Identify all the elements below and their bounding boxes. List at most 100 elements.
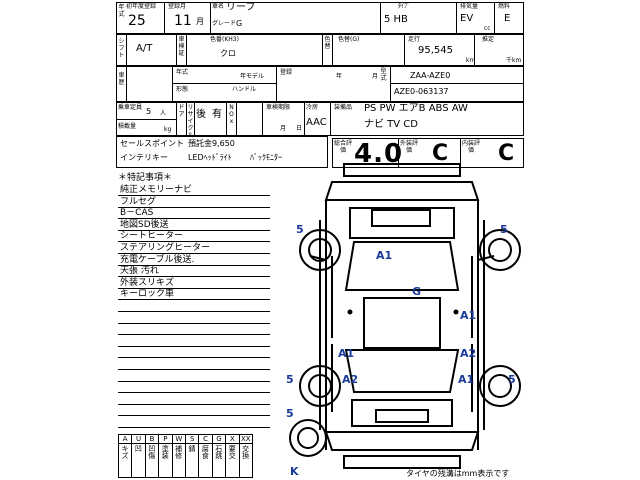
recycle-label: リサイクル (187, 104, 194, 139)
fuel-label: 燃料 (498, 3, 511, 10)
seats-unit: 人 (160, 110, 167, 117)
notes-rule (118, 415, 270, 417)
sales-point-label: セールスポイント (120, 139, 184, 148)
note-item: 充電ケーブル後送. (120, 254, 195, 265)
reg-label: 登録月 (168, 3, 187, 10)
mark-key: K (290, 465, 299, 478)
mark-roof: A1 (376, 249, 393, 262)
sales-point-3: ﾊﾞｯｸﾓﾆﾀｰ (250, 153, 282, 162)
car-diagram (289, 163, 521, 469)
model-type-side: 型式 (380, 68, 387, 82)
model-code: ZAA-AZE0 (410, 71, 451, 80)
wheel-front-right (488, 238, 512, 262)
registration-label: 登録 (280, 69, 293, 76)
repaint-label: 色替(G) (338, 36, 360, 43)
first-reg-label: 初年度登録 (126, 3, 157, 10)
notes-rule (118, 276, 270, 278)
ac-value: AAC (306, 117, 327, 128)
mark-right-rear-door: A2 (460, 347, 477, 360)
cc-unit: cc (484, 25, 491, 32)
grade-value: G (236, 19, 243, 28)
model-name: リーフ (226, 2, 256, 13)
spec-row-2 (116, 34, 524, 66)
mark-tire-fl: 5 (296, 223, 304, 236)
equipment-label: 装備品 (334, 104, 353, 111)
estimated-label: 推定 (482, 36, 495, 43)
wheel-rear-right (488, 374, 512, 398)
kind-label: 車検証 (178, 36, 185, 57)
notes-rule (118, 357, 270, 359)
reg-month: 11 (174, 13, 192, 29)
displacement: EV (460, 13, 474, 24)
notes-rule (118, 427, 270, 428)
color-label: 色番(KH3) (210, 36, 239, 43)
sales-point-2: LEDﾍｯﾄﾞﾗｲﾄ (188, 153, 232, 162)
front-grille-outline (371, 209, 431, 227)
year-label: 年式 (176, 69, 189, 76)
legend-meaning: 凹傷 (148, 445, 156, 460)
color-side-label: 色替 (324, 36, 331, 50)
nox-label: NOx (229, 104, 234, 125)
inspection-month: 月 (280, 125, 287, 132)
notes-rule (118, 206, 270, 208)
notes-rule (118, 369, 270, 370)
notes-rule (118, 380, 270, 382)
left-side-outline (319, 200, 327, 450)
legend-meaning: 塗装 (161, 445, 169, 460)
right-side-outline (477, 200, 485, 450)
note-item: キーロック車 (120, 289, 175, 300)
notes-rule (118, 403, 270, 405)
shape-label-3: 形態 (176, 86, 189, 93)
model-label: 車名 (212, 3, 225, 10)
exterior-grade: C (432, 141, 449, 166)
mark-left-rear-fender: A2 (342, 373, 359, 386)
mark-tire-fr: 5 (500, 223, 508, 236)
rear-panel-outline (324, 431, 480, 451)
exterior-label: 外装評価 (400, 140, 419, 154)
rear-plate-outline (375, 409, 429, 423)
legend-meaning: 補修 (175, 445, 183, 460)
notes-rule (118, 311, 270, 312)
notes-rule (118, 241, 270, 243)
windshield-outline (344, 241, 460, 291)
legend-meaning: 石跳 (215, 445, 223, 460)
steering-label: ハンドル (232, 86, 257, 93)
wheel-rear-left (308, 374, 332, 398)
header-row (116, 2, 524, 34)
notes-rule (118, 195, 270, 196)
notes-title: ＊特記事項＊ (118, 173, 173, 183)
first-reg-year: 25 (128, 13, 146, 29)
body-type: 5 HB (384, 14, 408, 25)
mark-left-rear-door: A1 (338, 347, 355, 360)
note-item: 純正メモリーナビ (120, 185, 193, 195)
load-unit: kg (164, 126, 172, 133)
total-grade: 4.0 (354, 139, 404, 169)
mark-tire-rl: 5 (286, 373, 294, 386)
hood-front-outline (324, 181, 480, 201)
hood-outline (349, 207, 455, 239)
doors-label: ドア (178, 104, 185, 118)
mark-tire-spare: 5 (286, 407, 294, 420)
chassis-no: AZE0-063137 (394, 87, 449, 96)
rear-window-outline (344, 349, 460, 393)
recycle-value: 後 (196, 109, 206, 120)
note-item: B－CAS (120, 208, 154, 219)
front-doors-outline (331, 256, 473, 338)
interior-label: 内装評価 (462, 140, 481, 154)
trunk-outline (351, 399, 453, 427)
notes-rule (118, 218, 270, 220)
roof-outline (363, 297, 441, 349)
wheel-front-left (308, 238, 332, 262)
left-dot (347, 309, 353, 315)
mark-tire-rr: 5 (508, 373, 516, 386)
notes-rule (118, 264, 270, 266)
fuel: E (504, 13, 511, 24)
legend-meaning-cell (238, 443, 253, 478)
right-dot (453, 309, 459, 315)
vehicle-side-label: 車歴 (118, 72, 125, 86)
note-item: 外装スリキズ (120, 277, 175, 288)
ac-label: 冷房 (306, 104, 319, 111)
mark-right-front-door: A1 (460, 309, 477, 322)
grade-label: グレード (212, 20, 237, 27)
